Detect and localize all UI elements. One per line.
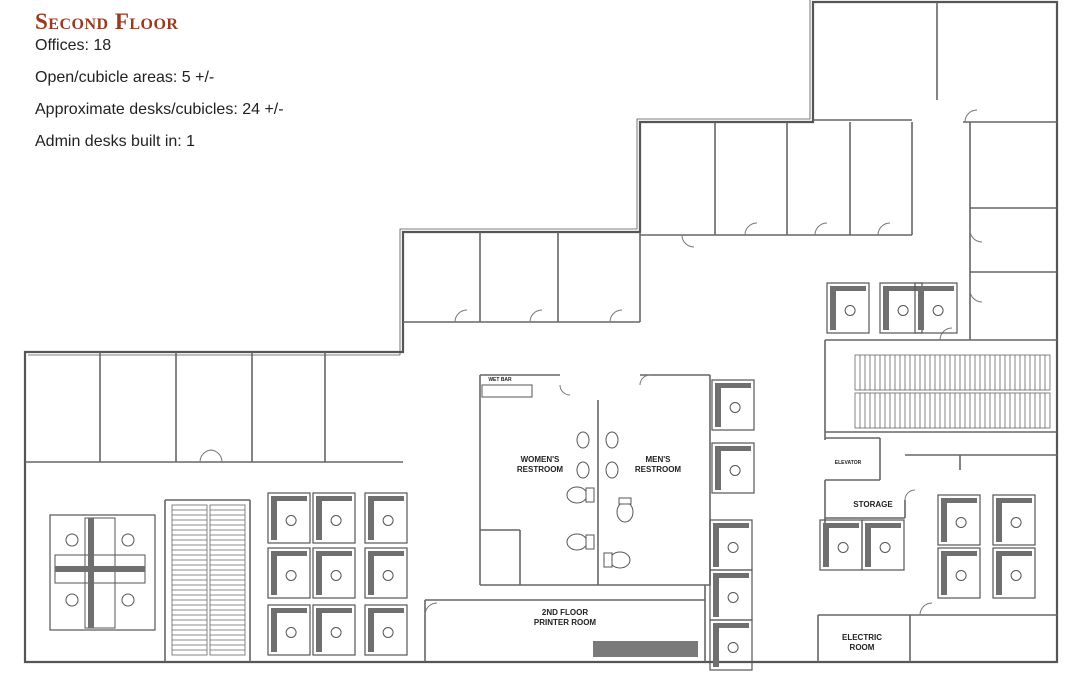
- floor-info: Second Floor Offices: 18 Open/cubicle ar…: [35, 8, 284, 152]
- cubicle: [709, 569, 753, 621]
- cubicle: [364, 547, 408, 599]
- building-walls: [23, 0, 1059, 664]
- cubicle: [711, 442, 755, 494]
- cubicle: [267, 492, 311, 544]
- stairwell-right: [854, 354, 1051, 429]
- open-areas-count: Open/cubicle areas: 5 +/-: [35, 69, 215, 86]
- mens-restroom-label-1: MEN'S: [645, 455, 671, 464]
- storage-label: STORAGE: [853, 500, 893, 509]
- cubicle: [819, 519, 863, 571]
- cubicle: [992, 494, 1036, 546]
- wet-bar-label: WET BAR: [488, 377, 512, 383]
- cubicle: [364, 604, 408, 656]
- interior-walls: [25, 2, 1057, 662]
- restroom-fixtures: [481, 384, 634, 569]
- cubicle-furniture: [49, 282, 1036, 671]
- desks-count: Approximate desks/cubicles: 24 +/-: [35, 101, 284, 118]
- mens-restroom-label-2: RESTROOM: [635, 465, 682, 474]
- cubicle: [711, 379, 755, 431]
- floor-title: Second Floor: [35, 9, 179, 34]
- cubicle: [914, 282, 958, 334]
- womens-restroom-label-2: RESTROOM: [517, 465, 564, 474]
- cubicle: [937, 494, 981, 546]
- cubicle: [861, 519, 905, 571]
- electric-room-label-1: ELECTRIC: [842, 633, 882, 642]
- cubicle: [312, 604, 356, 656]
- cubicle: [879, 282, 923, 334]
- womens-restroom-label-1: WOMEN'S: [521, 455, 560, 464]
- elevator-label: ELEVATOR: [835, 460, 862, 466]
- cubicle: [364, 492, 408, 544]
- cubicle: [267, 604, 311, 656]
- door-swings: [199, 109, 983, 616]
- printer-room-label-2: PRINTER ROOM: [534, 618, 597, 627]
- cubicle: [937, 547, 981, 599]
- electric-room-label-2: ROOM: [850, 643, 875, 652]
- printer-room-label-1: 2ND FLOOR: [542, 608, 588, 617]
- workstation-cluster: [49, 514, 156, 631]
- cubicle: [267, 547, 311, 599]
- printer-counter: [593, 641, 698, 657]
- offices-count: Offices: 18: [35, 37, 112, 54]
- cubicle: [992, 547, 1036, 599]
- cubicle: [709, 619, 753, 671]
- cubicle: [826, 282, 870, 334]
- cubicle: [709, 519, 753, 571]
- cubicle: [312, 547, 356, 599]
- cubicle: [312, 492, 356, 544]
- stairwell-left: [171, 504, 246, 656]
- admin-desks-count: Admin desks built in: 1: [35, 133, 196, 150]
